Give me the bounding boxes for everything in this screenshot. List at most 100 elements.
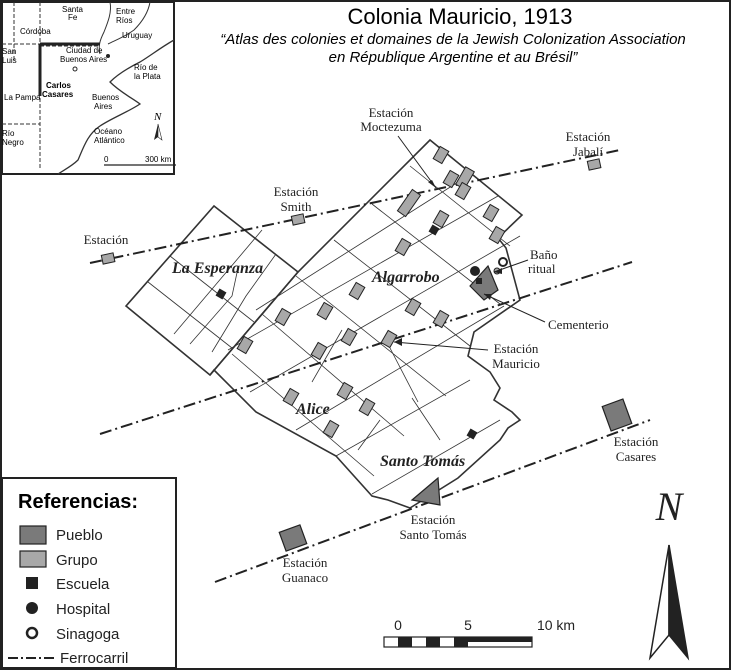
grupo-markers <box>236 145 506 439</box>
map-subtitle-line2: en République Argentine et au Brésil” <box>329 49 579 66</box>
inset-north-arrow-icon <box>154 124 158 140</box>
inset-label-ciudad-1: Ciudad de <box>66 46 103 55</box>
hospital-marker <box>470 266 480 276</box>
inset-label-san-luis-2: Luis <box>2 56 17 65</box>
label-jabali-2: Jabalí <box>573 144 604 159</box>
grupo <box>380 329 398 349</box>
label-alice: Alice <box>295 401 330 418</box>
inset-city-casares <box>72 66 78 72</box>
grupo <box>358 397 376 417</box>
grupo <box>442 169 460 189</box>
leader-arrowheads <box>394 180 502 346</box>
grid-line <box>357 419 381 451</box>
station-markers <box>100 158 602 265</box>
scale-bar-segment <box>468 637 532 642</box>
grid-line <box>389 347 419 403</box>
grupo <box>316 301 334 321</box>
inset-river-2 <box>107 1 151 45</box>
label-moctezuma-1: Estación <box>369 105 414 120</box>
inset-label-ciudad-2: Buenos Aires <box>60 55 107 64</box>
grupo <box>236 335 254 355</box>
north-arrow-right-icon <box>668 544 690 661</box>
leader-lines <box>393 135 546 351</box>
legend-escuela-swatch <box>26 577 38 589</box>
map-subtitle-line1: “Atlas des colonies et domaines de la Je… <box>220 31 686 48</box>
legend-label-grupo: Grupo <box>56 552 98 569</box>
pueblo-santo-tomas <box>410 476 441 506</box>
grupo <box>282 387 300 407</box>
inset-label-entre-rios-2: Ríos <box>116 16 132 25</box>
map-title: Colonia Mauricio, 1913 <box>347 4 572 29</box>
inset-label-rio-negro-1: Río <box>2 129 15 138</box>
grupo <box>432 209 450 229</box>
scale-label-0: 0 <box>394 617 402 633</box>
label-la-esperanza: La Esperanza <box>171 260 263 277</box>
scale-label-5: 5 <box>464 617 472 633</box>
grupo <box>322 419 340 439</box>
north-arrow: N <box>648 484 690 661</box>
leader-cementerio <box>483 293 546 323</box>
scale-label-10: 10 km <box>537 617 575 633</box>
arrowhead-icon <box>394 338 402 346</box>
grupo <box>432 309 450 329</box>
label-santo-tomas: Santo Tomás <box>380 453 465 470</box>
inset-label-santa-fe-2: Fe <box>68 13 78 22</box>
legend-label-escuela: Escuela <box>56 576 110 593</box>
railways <box>89 149 651 583</box>
grid-line <box>255 171 475 311</box>
label-moctezuma-2: Moctezuma <box>360 119 422 134</box>
legend-sinagoga-swatch <box>25 626 39 640</box>
inset-north-arrow-half-icon <box>157 123 163 141</box>
inset-coastline <box>57 39 175 175</box>
arrowhead-icon <box>484 294 492 300</box>
grid-line <box>249 235 521 393</box>
inset-city-bsas <box>106 54 110 58</box>
station-labels: Estación Estación Smith Estación Moctezu… <box>84 105 659 585</box>
inset-label-san-luis-1: San <box>2 47 16 56</box>
grupo <box>336 381 354 401</box>
grupo <box>454 181 472 201</box>
colony-main-outline <box>209 138 524 509</box>
grid-line <box>411 397 441 441</box>
colony-la-esperanza-outline <box>124 204 300 377</box>
railway-south <box>214 419 651 583</box>
label-guanaco-2: Guanaco <box>282 570 328 585</box>
inset-label-uruguay: Uruguay <box>122 31 152 40</box>
scale-bar-segment <box>454 637 468 647</box>
scale-bar-segment <box>426 637 440 647</box>
label-smith-1: Estación <box>274 184 319 199</box>
grupo <box>310 341 328 361</box>
inset-scale-300: 300 km <box>145 155 172 164</box>
grid-line <box>189 267 239 345</box>
inset-label-bsas-2: Aires <box>94 102 112 111</box>
label-mauricio-1: Estación <box>494 341 539 356</box>
grid-line <box>333 239 471 347</box>
grid-line <box>295 275 447 397</box>
station-marker-smith <box>290 213 306 226</box>
grupo <box>482 203 500 223</box>
station-marker-jabali <box>586 158 602 171</box>
railway-middle <box>99 261 633 435</box>
grid-line <box>311 329 343 383</box>
station-marker-estacion <box>100 252 116 265</box>
north-letter: N <box>655 484 685 529</box>
scale-bar: 0 5 10 km <box>383 617 575 648</box>
pueblo-guanaco <box>278 524 308 552</box>
pueblo-algarrobo <box>469 264 499 301</box>
sinagoga-marker <box>498 257 508 267</box>
escuela-markers <box>215 224 482 440</box>
inset-scale-0: 0 <box>104 155 109 164</box>
grupo <box>274 307 292 327</box>
inset-label-carlos-1: Carlos <box>46 81 71 90</box>
grid-line <box>231 353 375 477</box>
inset-label-santa-fe-1: Santa <box>62 5 83 14</box>
legend-label-hospital: Hospital <box>56 601 110 618</box>
grupo <box>394 237 412 257</box>
legend-labels: Pueblo Grupo Escuela Hospital Sinagoga F… <box>56 527 128 667</box>
legend-hospital-swatch <box>26 602 38 614</box>
leader-mauricio <box>393 341 489 351</box>
label-algarrobo: Algarrobo <box>371 269 440 286</box>
grid-line <box>335 379 471 457</box>
